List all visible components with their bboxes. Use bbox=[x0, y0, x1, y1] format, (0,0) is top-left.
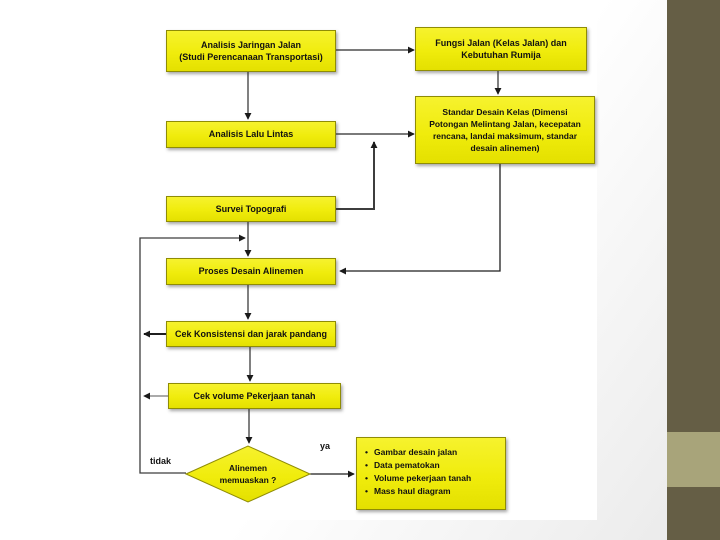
output-item: Volume pekerjaan tanah bbox=[363, 472, 501, 485]
decision-label: Alinemen memuaskan ? bbox=[219, 463, 277, 485]
output-list: Gambar desain jalan Data pematokan Volum… bbox=[363, 446, 501, 498]
slide-right-band bbox=[667, 0, 720, 540]
node-cek-konsistensi: Cek Konsistensi dan jarak pandang bbox=[166, 321, 336, 347]
output-item: Gambar desain jalan bbox=[363, 446, 501, 459]
edge-label-tidak: tidak bbox=[150, 456, 172, 466]
node-output-list: Gambar desain jalan Data pematokan Volum… bbox=[356, 437, 506, 510]
edge-label-ya: ya bbox=[320, 441, 331, 451]
node-survei-topografi: Survei Topografi bbox=[166, 196, 336, 222]
output-item: Data pematokan bbox=[363, 459, 501, 472]
node-analisis-jaringan: Analisis Jaringan Jalan (Studi Perencana… bbox=[166, 30, 336, 72]
slide-right-accent bbox=[667, 432, 720, 487]
output-item: Mass haul diagram bbox=[363, 485, 501, 498]
node-cek-volume: Cek volume Pekerjaan tanah bbox=[168, 383, 341, 409]
node-fungsi-jalan: Fungsi Jalan (Kelas Jalan) dan Kebutuhan… bbox=[415, 27, 587, 71]
node-proses-desain-alinemen: Proses Desain Alinemen bbox=[166, 258, 336, 285]
node-analisis-lalu-lintas: Analisis Lalu Lintas bbox=[166, 121, 336, 148]
node-standar-desain: Standar Desain Kelas (Dimensi Potongan M… bbox=[415, 96, 595, 164]
